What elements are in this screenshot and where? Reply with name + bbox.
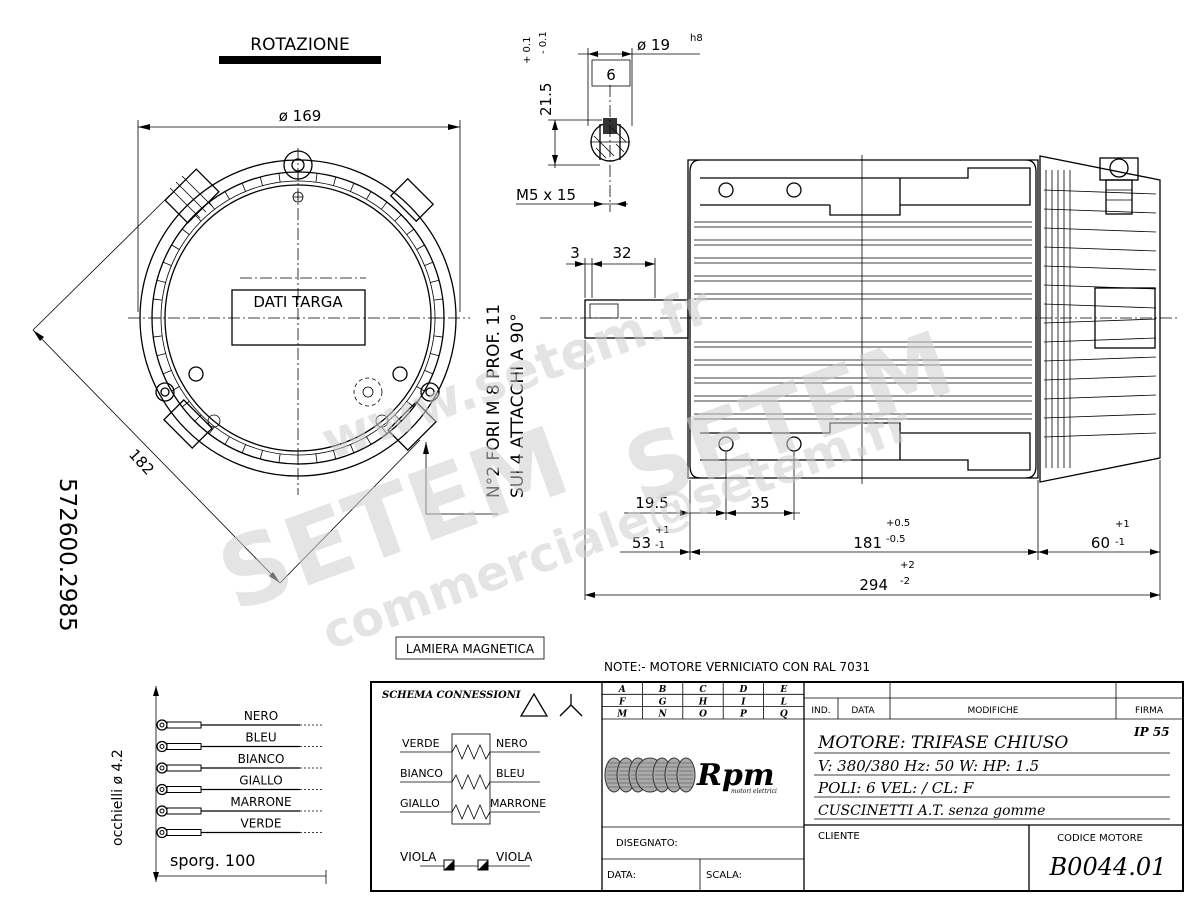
spec-line-1: MOTORE: TRIFASE CHIUSO — [817, 733, 1068, 753]
diagonal-label: 182 — [125, 445, 158, 478]
wire-lead: GIALLO — [156, 774, 324, 796]
grid-letter: I — [740, 697, 746, 707]
logo-name: Rpm — [696, 758, 775, 793]
grid-letter: F — [618, 697, 626, 707]
wire-label: VERDE — [241, 817, 282, 831]
dim-181: 181 — [853, 534, 882, 552]
dim-53-tol-minus: -1 — [655, 540, 665, 551]
lamination-label: LAMIERA MAGNETICA — [406, 642, 535, 656]
holes-note-2: SUI 4 ATTACCHI A 90° — [508, 313, 528, 498]
title-block: SCHEMA CONNESSIONI VERDE BIANCO GIALLO N… — [370, 681, 1184, 892]
rev-data: DATA — [851, 706, 875, 716]
wire-lead: VERDE — [156, 817, 324, 839]
dim-53-tol-plus: +1 — [655, 525, 670, 536]
dim-294-tol-minus: -2 — [900, 576, 910, 587]
rpm-logo: Rpm motori elettrici — [604, 754, 777, 795]
spec-line-4: CUSCINETTI A.T. senza gomme — [818, 803, 1045, 819]
wire-label: BIANCO — [238, 752, 285, 766]
shaft-tolerance: h8 — [690, 33, 703, 44]
grid-letter: P — [739, 710, 747, 720]
grid-letter: C — [699, 685, 707, 695]
scheme-right-2: MARRONE — [490, 797, 546, 810]
wire-lead: BLEU — [156, 731, 324, 753]
dim-60: 60 — [1091, 534, 1110, 552]
scheme-left-0: VERDE — [402, 737, 440, 750]
spec-ip: IP 55 — [1133, 725, 1170, 739]
height-tol-minus: - 0.1 — [538, 31, 549, 54]
protrusion-label: sporg. 100 — [170, 851, 255, 870]
dim-32: 32 — [612, 244, 631, 262]
side-view: 3 32 — [540, 155, 1180, 600]
scheme-left-1: BIANCO — [400, 767, 443, 780]
data-label: DATA: — [607, 870, 636, 881]
rev-firma: FIRMA — [1135, 706, 1164, 716]
grid-letter: E — [779, 685, 787, 695]
dim-53: 53 — [632, 534, 651, 552]
wire-label: BLEU — [245, 731, 276, 745]
dim-60-tol-plus: +1 — [1115, 519, 1130, 530]
wire-lead: BIANCO — [156, 752, 324, 774]
rev-ind: IND. — [811, 706, 830, 716]
scheme-right-1: BLEU — [496, 767, 525, 780]
grid-letter: G — [659, 697, 667, 707]
codice-label: CODICE MOTORE — [1057, 833, 1143, 844]
wire-label: GIALLO — [239, 774, 282, 788]
dim-19-5: 19.5 — [635, 494, 668, 512]
dim-181-tol-minus: -0.5 — [886, 534, 906, 545]
cliente-label: CLIENTE — [818, 831, 860, 842]
dim-3: 3 — [570, 244, 580, 262]
logo-subtitle: motori elettrici — [731, 788, 777, 795]
scheme-viola-left: VIOLA — [400, 850, 437, 864]
scala-label: SCALA: — [706, 870, 742, 881]
scheme-title: SCHEMA CONNESSIONI — [382, 690, 521, 701]
dim-181-tol-plus: +0.5 — [886, 518, 910, 529]
scheme-right-0: NERO — [496, 737, 528, 750]
paint-note: NOTE:- MOTORE VERNICIATO CON RAL 7031 — [604, 660, 870, 674]
shaft-diameter: ø 19 — [637, 36, 670, 54]
dim-294: 294 — [859, 576, 888, 594]
rev-modifiche: MODIFICHE — [967, 706, 1018, 716]
holes-note-1: N°2 FORI M 8 PROF. 11 — [484, 304, 504, 498]
key-width: 6 — [606, 66, 616, 84]
height-tol-plus: + 0.1 — [522, 37, 533, 64]
grid-letter: B — [658, 685, 667, 695]
height-label: 21.5 — [537, 83, 555, 116]
grid-letter: N — [657, 710, 667, 720]
rotation-bar — [219, 56, 381, 64]
grid-letter: A — [618, 685, 626, 695]
dim-60-tol-minus: -1 — [1115, 537, 1125, 548]
disegnato-label: DISEGNATO: — [616, 838, 678, 849]
wire-leads: occhielli ø 4.2 sporg. 100 NERO BLEU BIANC… — [110, 686, 327, 884]
thread-label: M5 x 15 — [516, 186, 576, 204]
eyelet-label: occhielli ø 4.2 — [110, 749, 126, 846]
front-diameter-label: ø 169 — [279, 107, 322, 125]
grid-letter: H — [698, 697, 708, 707]
scheme-viola-right: VIOLA — [496, 850, 533, 864]
grid-letter: D — [738, 685, 747, 695]
scheme-left-2: GIALLO — [400, 797, 440, 810]
grid-letter: L — [780, 697, 787, 707]
rotation-title: ROTAZIONE — [250, 35, 349, 55]
spec-line-2: V: 380/380 Hz: 50 W: HP: 1.5 — [818, 757, 1039, 775]
wire-label: NERO — [244, 709, 278, 723]
dim-35: 35 — [750, 494, 769, 512]
grid-letter: Q — [780, 710, 788, 720]
spec-line-3: POLI: 6 VEL: / CL: F — [817, 779, 974, 797]
codice-motore: B0044.01 — [1049, 853, 1167, 881]
wire-lead: MARRONE — [156, 795, 324, 817]
grid-letter: O — [699, 710, 707, 720]
part-number: 572600.2985 — [54, 478, 80, 632]
wire-label: MARRONE — [230, 795, 291, 809]
wire-lead: NERO — [156, 709, 324, 731]
dim-294-tol-plus: +2 — [900, 560, 915, 571]
grid-letter: M — [616, 710, 628, 720]
front-view: ø 169 — [32, 107, 498, 584]
nameplate-label: DATI TARGA — [253, 293, 343, 311]
shaft-section: ø 19 h8 6 21.5 + 0.1 - 0.1 M5 x 15 — [516, 31, 703, 212]
